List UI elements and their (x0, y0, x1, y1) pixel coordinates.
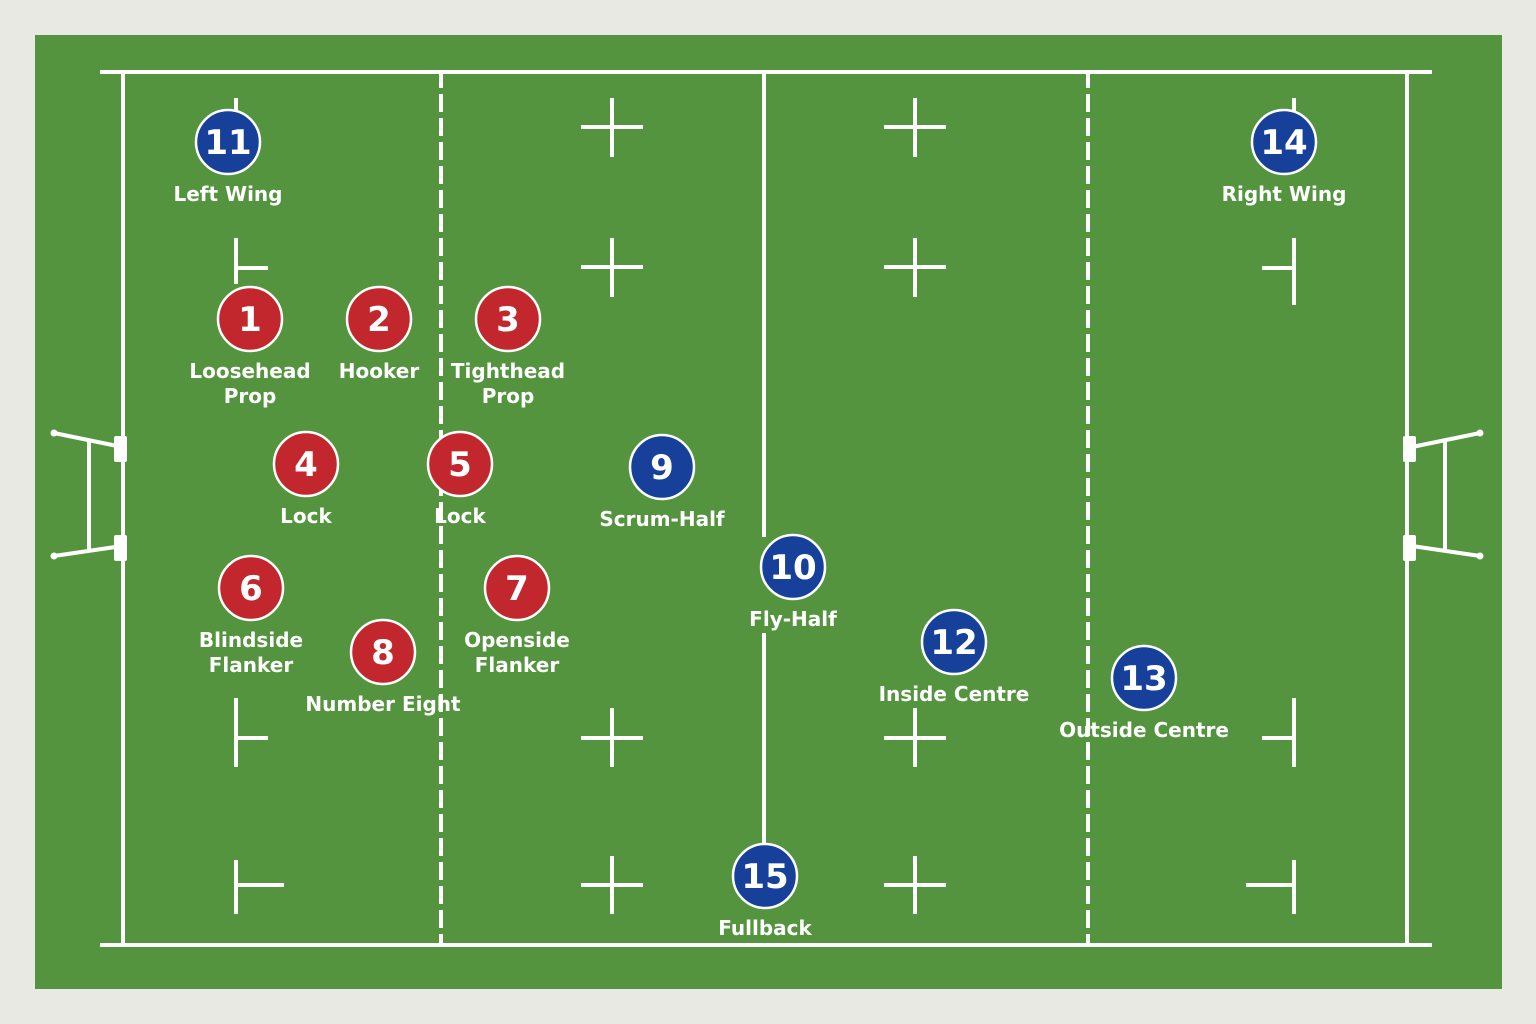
player-label: Prop (224, 384, 277, 408)
player-number: 11 (204, 123, 251, 163)
goal-posts-left (50, 429, 127, 561)
player-label: Fullback (718, 916, 812, 940)
five-metre-marks-right (1246, 98, 1296, 914)
pitch-markings (100, 70, 1432, 947)
player-circle (345, 285, 413, 353)
player-label: Inside Centre (879, 682, 1030, 706)
player-number: 8 (371, 633, 395, 673)
player-circle (349, 618, 417, 686)
player-number: 3 (496, 300, 520, 340)
player-label: Blindside (199, 628, 303, 652)
player-label: Hooker (339, 359, 420, 383)
cross-marks (581, 98, 946, 914)
player-number: 1 (238, 300, 262, 340)
goal-posts-right (1403, 429, 1484, 561)
player-circle (628, 433, 696, 501)
player-label: Lock (434, 504, 486, 528)
player-circle (1110, 644, 1178, 712)
player-number: 10 (769, 548, 816, 588)
player-label: Flanker (209, 653, 294, 677)
player-label: Loosehead (189, 359, 310, 383)
player-circle (483, 554, 551, 622)
player-label: Scrum-Half (599, 507, 725, 531)
player-circle (272, 430, 340, 498)
player-circle (194, 108, 262, 176)
player-label: Tighthead (451, 359, 565, 383)
player-number: 15 (741, 857, 788, 897)
player-circle (1250, 108, 1318, 176)
player-label: Flanker (475, 653, 560, 677)
player-label: Prop (482, 384, 535, 408)
player-circle (426, 430, 494, 498)
player-number: 5 (448, 445, 472, 485)
player-label: Lock (280, 504, 332, 528)
player-number: 6 (239, 569, 263, 609)
player-label: Fly-Half (749, 607, 837, 631)
players-layer: 1LooseheadProp2Hooker3TightheadProp4Lock… (173, 108, 1347, 940)
player-label: Right Wing (1222, 182, 1347, 206)
player-label: Outside Centre (1059, 718, 1229, 742)
grass-field (35, 35, 1502, 989)
player-circle (217, 554, 285, 622)
player-circle (920, 608, 988, 676)
player-number: 4 (294, 445, 318, 485)
player-circle (474, 285, 542, 353)
player-circle (759, 533, 827, 601)
player-number: 9 (650, 448, 674, 488)
five-metre-marks-left (234, 98, 284, 914)
player-circle (216, 285, 284, 353)
player-label: Left Wing (173, 182, 282, 206)
player-label: Number Eight (305, 692, 461, 716)
player-number: 2 (367, 300, 391, 340)
player-number: 7 (505, 569, 529, 609)
player-number: 12 (930, 623, 977, 663)
player-number: 13 (1120, 659, 1167, 699)
player-circle (731, 842, 799, 910)
player-number: 14 (1260, 123, 1307, 163)
player-label: Openside (464, 628, 570, 652)
